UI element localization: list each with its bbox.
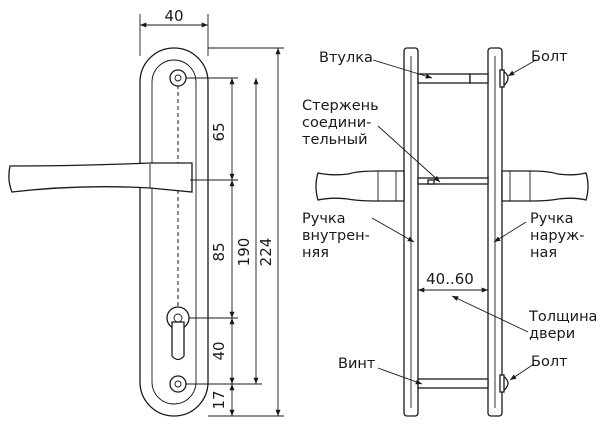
- bottom-screw-hole: [169, 375, 187, 393]
- door-thickness-dimension: 40..60: [418, 270, 488, 293]
- width-dimension-label: 40: [164, 7, 183, 25]
- rod-end-marker: [427, 179, 435, 185]
- inner-handle-knob: [315, 170, 405, 202]
- faceplate-inner: [151, 59, 197, 405]
- door-range-label: 40..60: [426, 270, 474, 288]
- faceplate-outer: [139, 47, 209, 417]
- bottom-bolt: [499, 373, 509, 394]
- dimension-65-label: 65: [210, 122, 228, 141]
- bottom-screw: [417, 378, 489, 389]
- top-bushing: [417, 73, 471, 84]
- screw-label: Винт: [338, 356, 376, 372]
- width-dimension: 40: [139, 7, 209, 56]
- bolt-top-label: Болт: [531, 49, 568, 65]
- outer-handle-label-line3: ная: [530, 245, 557, 261]
- top-screw-hole: [169, 69, 187, 87]
- chain-dimensions: 65 85 40 17: [210, 78, 235, 416]
- inner-handle-label-line2: внутрен-: [302, 228, 370, 244]
- total-height-dimension: 224: [257, 48, 281, 416]
- side-view: 40..60 Втулка Болт Стержень соедини- тел…: [302, 47, 597, 417]
- outer-handle-label-line2: наруж-: [530, 228, 584, 244]
- dimension-190-label: 190: [235, 238, 253, 267]
- top-bolt: [469, 68, 509, 89]
- rod-label-line2: соедини-: [302, 115, 371, 131]
- leader-lines: [371, 59, 537, 385]
- rod-label-line3: тельный: [302, 132, 368, 148]
- front-view: 40 65 85 40 17 190: [8, 7, 284, 417]
- connecting-rod: [417, 177, 489, 185]
- outer-handle-label-line1: Ручка: [530, 211, 574, 227]
- inner-handle-label-line1: Ручка: [302, 211, 346, 227]
- dimension-40-label: 40: [210, 341, 228, 360]
- door-thickness-label-line2: двери: [529, 326, 575, 342]
- lever-handle: [8, 162, 193, 193]
- outer-handle-knob: [501, 170, 589, 202]
- dimension-224-label: 224: [257, 238, 275, 267]
- bushing-label: Втулка: [319, 50, 373, 66]
- bolt-bottom-label: Болт: [531, 354, 568, 370]
- door-thickness-label-line1: Толщина: [528, 309, 597, 325]
- center-distance-dimension: 190: [235, 78, 259, 384]
- dimension-17-label: 17: [210, 390, 228, 409]
- rod-label-line1: Стержень: [302, 98, 379, 114]
- keyhole: [166, 306, 190, 361]
- dimension-85-label: 85: [210, 242, 228, 261]
- inner-handle-label-line3: няя: [302, 245, 329, 261]
